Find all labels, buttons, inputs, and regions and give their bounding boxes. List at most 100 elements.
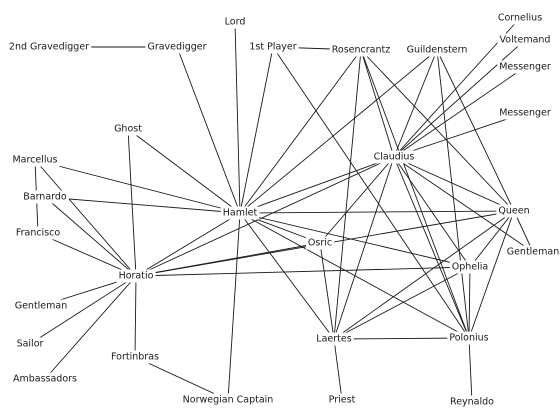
node-polonius: Polonius bbox=[447, 331, 491, 345]
node-label: Gravedigger bbox=[147, 42, 206, 53]
edge-lord-hamlet bbox=[234, 21, 241, 214]
node-background bbox=[21, 190, 69, 204]
node-cornelius: Cornelius bbox=[495, 11, 545, 25]
node-laertes: Laertes bbox=[314, 332, 354, 346]
node-background bbox=[10, 153, 60, 167]
node-reynaldo: Reynaldo bbox=[448, 395, 497, 409]
node-osric: Osric bbox=[305, 236, 335, 250]
edge-hamlet-horatio bbox=[135, 212, 241, 277]
node-background bbox=[13, 226, 63, 240]
node-gravedigger2: 2nd Gravedigger bbox=[6, 40, 92, 54]
node-background bbox=[6, 40, 92, 54]
node-label: Gentleman bbox=[507, 247, 560, 258]
edge-fortinbras-norwegian_captain bbox=[134, 356, 229, 401]
edge-barnardo-hamlet bbox=[44, 196, 241, 214]
node-background bbox=[496, 204, 532, 218]
edge-ghost-hamlet bbox=[127, 128, 241, 214]
node-background bbox=[314, 332, 354, 346]
node-label: Horatio bbox=[119, 271, 154, 282]
edge-queen-gentleman_r bbox=[513, 210, 534, 253]
node-background bbox=[495, 11, 545, 25]
edge-claudius-horatio bbox=[135, 156, 395, 277]
node-lord: Lord bbox=[222, 15, 248, 29]
node-background bbox=[497, 106, 553, 120]
edge-guildenstern-claudius bbox=[393, 49, 438, 158]
node-background bbox=[326, 393, 358, 407]
edge-osric-horatio bbox=[135, 242, 321, 277]
edge-guildenstern-hamlet bbox=[239, 49, 438, 214]
edge-claudius-hamlet bbox=[239, 156, 395, 214]
edge-hamlet-norwegian_captain bbox=[227, 212, 241, 401]
node-guildenstern: Guildenstern bbox=[404, 43, 470, 57]
node-priest: Priest bbox=[326, 393, 358, 407]
edge-horatio-sailor bbox=[29, 275, 137, 345]
node-ghost: Ghost bbox=[112, 122, 145, 136]
node-label: Ambassadors bbox=[13, 374, 77, 385]
node-background bbox=[449, 260, 491, 274]
node-background bbox=[220, 206, 260, 220]
node-label: Marcellus bbox=[12, 155, 57, 166]
node-background bbox=[145, 40, 209, 54]
node-label: Hamlet bbox=[223, 208, 258, 219]
edge-queen-laertes bbox=[333, 210, 515, 340]
node-label: Fortinbras bbox=[111, 352, 159, 363]
edge-guildenstern-polonius bbox=[436, 49, 470, 339]
node-label: Guildenstern bbox=[407, 45, 468, 56]
node-player1: 1st Player bbox=[247, 40, 299, 54]
node-label: Laertes bbox=[316, 334, 351, 345]
edge-claudius-gentleman_r bbox=[393, 156, 534, 253]
node-label: Ghost bbox=[114, 124, 142, 135]
edge-osric-laertes bbox=[319, 242, 335, 340]
node-ophelia: Ophelia bbox=[449, 260, 491, 274]
node-label: Priest bbox=[329, 395, 356, 406]
node-background bbox=[180, 393, 276, 407]
edge-rosencrantz-laertes bbox=[333, 49, 362, 340]
node-background bbox=[497, 33, 553, 47]
edge-marcellus-horatio bbox=[34, 159, 137, 277]
node-hamlet: Hamlet bbox=[220, 206, 260, 220]
edge-hamlet-laertes bbox=[239, 212, 335, 340]
node-background bbox=[329, 43, 393, 57]
node-horatio: Horatio bbox=[116, 269, 156, 283]
node-ambassadors: Ambassadors bbox=[10, 372, 80, 386]
node-background bbox=[112, 122, 145, 136]
node-francisco: Francisco bbox=[13, 226, 63, 240]
node-label: Messenger bbox=[499, 62, 551, 73]
node-label: Claudius bbox=[374, 152, 415, 163]
node-label: Reynaldo bbox=[450, 397, 494, 408]
edge-messenger1-claudius bbox=[393, 66, 526, 158]
edge-player1-polonius bbox=[272, 46, 470, 339]
edge-hamlet-queen bbox=[239, 210, 515, 214]
node-rosencrantz: Rosencrantz bbox=[329, 43, 393, 57]
node-norwegian_captain: Norwegian Captain bbox=[180, 393, 276, 407]
node-label: Polonius bbox=[449, 333, 488, 344]
node-sailor: Sailor bbox=[14, 337, 46, 351]
node-background bbox=[12, 299, 70, 313]
node-queen: Queen bbox=[496, 204, 532, 218]
node-label: Queen bbox=[498, 206, 529, 217]
edge-rosencrantz-claudius bbox=[360, 49, 395, 158]
node-background bbox=[305, 236, 335, 250]
edge-laertes-polonius bbox=[333, 337, 470, 340]
node-label: Francisco bbox=[16, 228, 61, 239]
node-claudius: Claudius bbox=[371, 150, 417, 164]
edge-rosencrantz-hamlet bbox=[239, 49, 362, 214]
node-background bbox=[14, 337, 46, 351]
node-background bbox=[404, 43, 470, 57]
edge-voltemand-claudius bbox=[393, 39, 526, 158]
node-label: Norwegian Captain bbox=[183, 395, 274, 406]
node-background bbox=[497, 60, 553, 74]
node-background bbox=[10, 372, 80, 386]
node-label: Cornelius bbox=[498, 13, 542, 24]
edge-polonius-reynaldo bbox=[468, 337, 473, 403]
node-marcellus: Marcellus bbox=[10, 153, 60, 167]
node-label: Barnardo bbox=[23, 192, 67, 203]
node-label: Lord bbox=[225, 17, 246, 28]
edge-ophelia-laertes bbox=[333, 266, 471, 340]
edge-guildenstern-queen bbox=[436, 49, 515, 212]
node-voltemand: Voltemand bbox=[497, 33, 553, 47]
edge-rosencrantz-queen bbox=[360, 49, 515, 212]
node-label: Messenger bbox=[499, 108, 551, 119]
